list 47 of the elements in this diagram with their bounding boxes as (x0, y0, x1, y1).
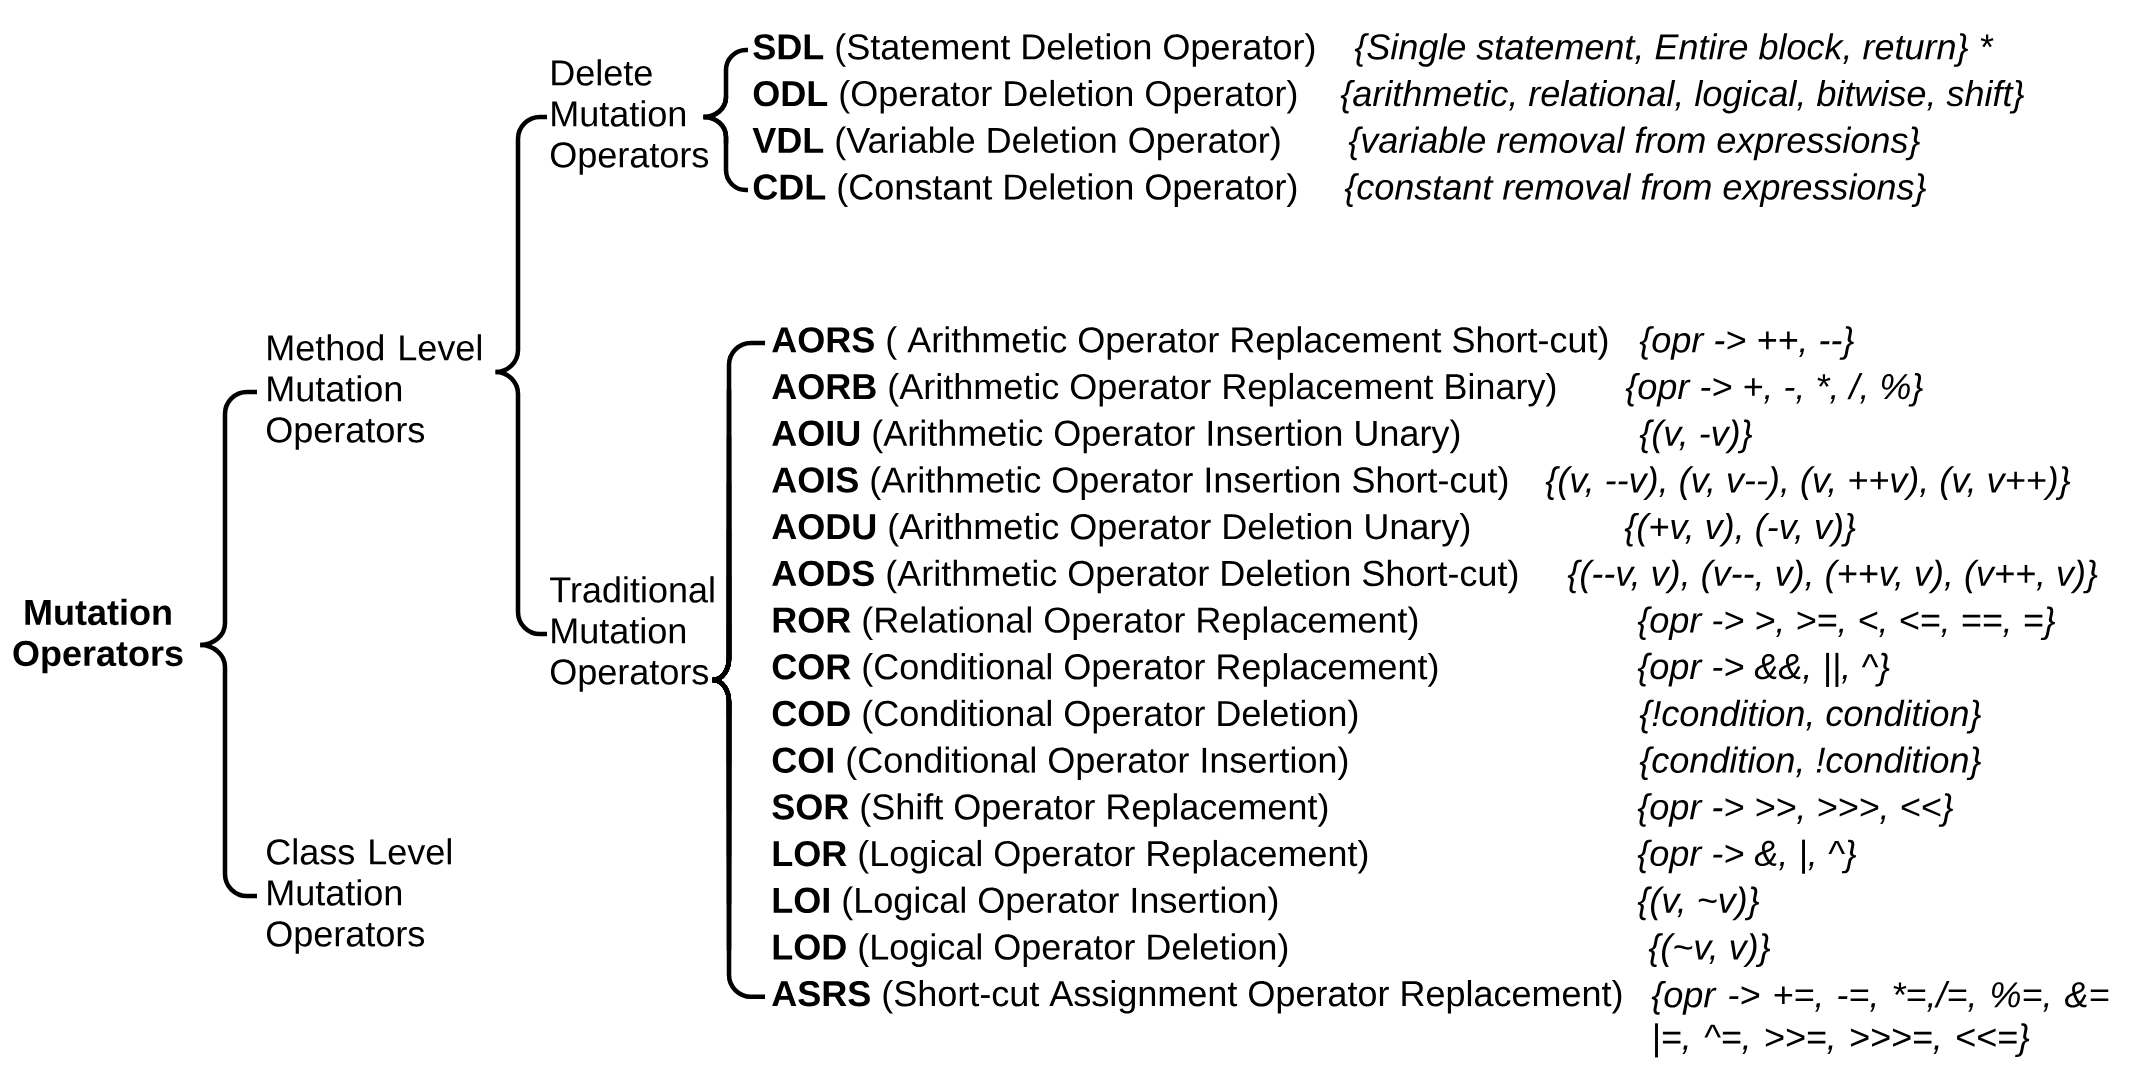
operator-label: AOIU (Arithmetic Operator Insertion Unary) (772, 419, 1460, 454)
operator-label: LOD (Logical Operator Deletion) (773, 933, 1288, 967)
operator-label: SOR (Shift Operator Replacement) (772, 793, 1328, 827)
operator-examples: {(v, -v)} (1639, 419, 1753, 454)
operator-examples: {opr -> >>, >>>, <<} (1637, 793, 1953, 827)
operator-examples: {!condition, condition} (1639, 699, 1981, 734)
operator-examples: {opr -> ++, --} (1639, 326, 1854, 360)
operator-label: ODL (Operator Deletion Operator) (753, 79, 1297, 114)
category-label: Traditional Mutation Operators (550, 576, 714, 692)
brace (703, 94, 729, 120)
operator-label: AOIS (Arithmetic Operator Insertion Short-cut) (772, 466, 1508, 500)
operator-examples: {Single statement, Entire block, return} * (1354, 33, 1994, 67)
operator-examples: {opr -> &, |, ^} (1637, 839, 1857, 874)
operator-label: AORB (Arithmetic Operator Replacement Binary) (772, 372, 1556, 407)
operator-label: COI (Conditional Operator Insertion) (772, 746, 1348, 781)
operator-label: AODU (Arithmetic Operator Deletion Unary) (772, 513, 1470, 547)
category-label: Delete Mutation Operators (551, 59, 709, 175)
category-label: Method Level Mutation Operators (267, 334, 481, 450)
brace (712, 677, 765, 1000)
operator-label: LOI (Logical Operator Insertion) (773, 886, 1278, 921)
brace (703, 114, 749, 193)
operator-examples: {opr -> +, -, *, /, %} (1625, 372, 1923, 407)
operator-label: LOR (Logical Operator Replacement) (773, 839, 1368, 874)
operator-examples: {opr -> >, >=, <, <=, ==, =} (1637, 606, 2056, 640)
operator-examples: {variable removal from expressions} (1348, 126, 1920, 161)
operator-label: VDL (Variable Deletion Operator) (752, 126, 1280, 161)
operator-label: SDL (Statement Deletion Operator) (753, 33, 1315, 67)
root-label: Mutation Operators (13, 598, 183, 674)
operator-examples: {(v, --v), (v, v--), (v, ++v), (v, v++)} (1545, 466, 2071, 500)
brace (712, 657, 732, 683)
operator-examples: {opr -> +=, -=, *=,/=, %=, &= |=, ^=, >>=, >>>=, <<=} (1651, 981, 2109, 1058)
operator-label: COD (Conditional Operator Deletion) (772, 699, 1358, 734)
operator-examples: {arithmetic, relational, logical, bitwise, shift} (1340, 79, 2024, 114)
operator-examples: {(v, ~v)} (1637, 886, 1760, 921)
operator-examples: {condition, !condition} (1639, 746, 1981, 781)
operator-examples: {opr -> &&, ||, ^} (1637, 652, 1890, 687)
operator-label: AORS ( Arithmetic Operator Replacement Short-cut) (772, 326, 1608, 360)
operator-examples: {(--v, v), (v--, v), (++v, v), (v++, v)} (1567, 559, 2098, 594)
operator-examples: {(+v, v), (-v, v)} (1624, 513, 1856, 547)
operator-label: ROR (Relational Operator Replacement) (773, 606, 1418, 640)
operator-label: COR (Conditional Operator Replacement) (772, 653, 1438, 687)
operator-examples: {(~v, v)} (1648, 933, 1771, 967)
category-label: Class Level Mutation Operators (267, 838, 451, 954)
operator-label: AODS (Arithmetic Operator Deletion Short-cut) (772, 559, 1518, 594)
operator-label: ASRS (Short-cut Assignment Operator Replacement) (772, 980, 1622, 1014)
operator-label: CDL (Constant Deletion Operator) (753, 173, 1297, 207)
operator-examples: {constant removal from expressions} (1344, 173, 1926, 207)
